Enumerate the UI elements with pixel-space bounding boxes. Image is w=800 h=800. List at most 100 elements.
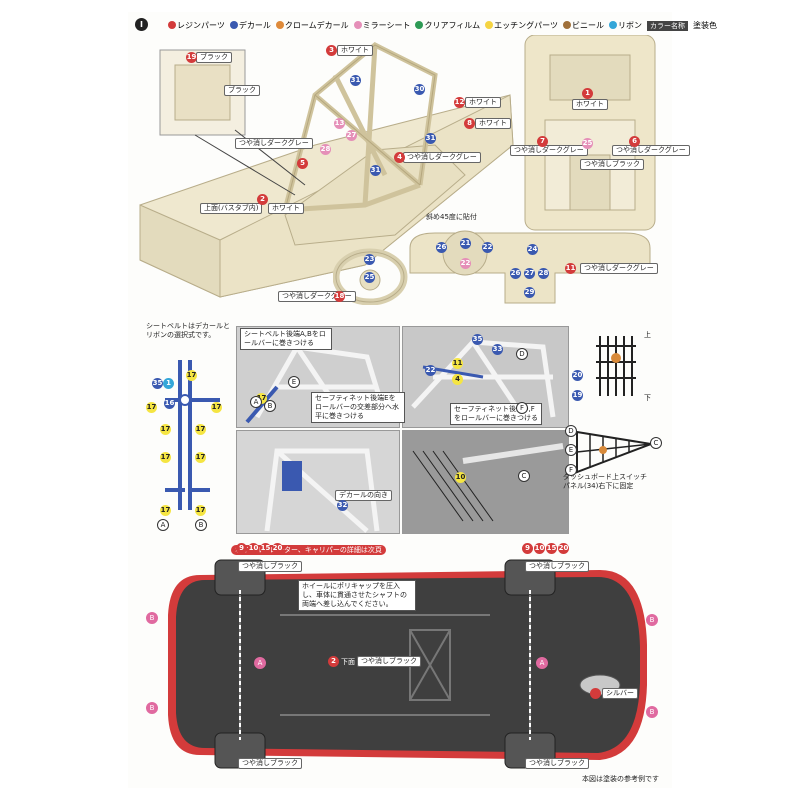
legend-chrome-decal: クロームデカール <box>275 20 349 31</box>
part-19: 19 <box>186 52 197 63</box>
note-net-e: セーフティネット後端Eをロールバーの交差部分へ水平に巻きつける <box>311 392 405 423</box>
part-26: 26 <box>436 242 447 253</box>
part-17h: 17 <box>160 505 171 516</box>
photo-point-e: E <box>288 376 300 388</box>
part-10-right: 10 <box>534 543 545 554</box>
note-dash: ダッシュボード上スイッチパネル(34)右下に固定 <box>563 473 647 490</box>
label-19-black: ブラック <box>196 52 232 63</box>
part-1: 1 <box>582 88 593 99</box>
part-11: 11 <box>565 263 576 274</box>
part-1-ribbon: 1 <box>163 378 174 389</box>
label-13-gray: つや消しダークグレー <box>235 138 313 149</box>
firewall-illustration <box>524 35 656 231</box>
photo-point-c: C <box>518 470 530 482</box>
decal-direction-label: デカールの向き <box>335 490 392 501</box>
legend-mirror-sheet: ミラーシート <box>353 20 410 31</box>
note-net-ab: シートベルト後端A,Bをロールバーに巻きつける <box>240 328 332 350</box>
part-32-photo: 32 <box>337 500 348 511</box>
part-31a: 31 <box>350 75 361 86</box>
legend-vinyl: ビニール <box>562 20 604 31</box>
bottom-point-b1: B <box>146 612 158 624</box>
part-28b: 28 <box>538 268 549 279</box>
color-name-tag: カラー名称 <box>646 20 688 31</box>
photo-dashboard-net <box>402 430 569 534</box>
label-tire-rf: つや消しブラック <box>525 561 589 572</box>
tri-point-e: E <box>565 444 577 456</box>
legend-resin: レジンパーツ <box>168 20 225 31</box>
part-20-right: 20 <box>558 543 569 554</box>
net-grid-diagram <box>596 336 636 396</box>
part-16: 16 <box>164 398 175 409</box>
bottom-surface-label: 下面 <box>341 658 355 666</box>
part-28: 28 <box>320 144 331 155</box>
part-17e: 17 <box>195 424 206 435</box>
part-15-left: 15 <box>260 543 271 554</box>
part-8: 8 <box>464 118 475 129</box>
photo-point-a: A <box>250 396 262 408</box>
tri-point-d: D <box>565 425 577 437</box>
part-22b: 22 <box>460 258 471 269</box>
part-35-photo: 35 <box>472 334 483 345</box>
label-black-2: ブラック <box>224 85 260 96</box>
part-7: 7 <box>537 136 548 147</box>
color-legend: レジンパーツ デカール クロームデカール ミラーシート クリアフィルム エッチン… <box>168 20 717 31</box>
label-tire-lr: つや消しブラック <box>238 758 302 769</box>
label-8-white: ホワイト <box>475 118 511 129</box>
part-35: 35 <box>152 378 163 389</box>
photo-point-f: F <box>516 402 528 414</box>
label-2-top: 上面(バスタブ内) <box>200 203 263 214</box>
part-21: 21 <box>460 238 471 249</box>
paint-label: 塗装色 <box>692 21 717 30</box>
label-tire-rr: つや消しブラック <box>525 758 589 769</box>
label-18-gray: つや消しダークグレー <box>278 291 356 302</box>
angle-note: 斜め45度に貼付 <box>426 213 477 221</box>
part-20-photo: 20 <box>572 370 583 381</box>
part-23: 23 <box>364 254 375 265</box>
label-25-black: つや消しブラック <box>580 159 644 170</box>
part-14 <box>590 688 601 699</box>
label-14-silver: シルバー <box>602 688 638 699</box>
tub-rollcage-illustration <box>139 42 514 298</box>
part-5: 5 <box>297 158 308 169</box>
bottom-point-b2: B <box>146 702 158 714</box>
note-net-df: セーフティネット後端D,Fをロールバーに巻きつける <box>450 403 542 425</box>
legend-clear-film: クリアフィルム <box>415 20 480 31</box>
part-17b: 17 <box>146 402 157 413</box>
part-10-left: 10 <box>248 543 259 554</box>
part-25a: 25 <box>582 138 593 149</box>
part-9-right: 9 <box>522 543 533 554</box>
part-19-photo: 19 <box>572 390 583 401</box>
part-2-bottom: 2 <box>328 656 339 667</box>
label-2-black: つや消しブラック <box>357 656 421 667</box>
label-6-gray: つや消しダークグレー <box>612 145 690 156</box>
footer-note: 本図は塗装の参考例です <box>582 775 659 783</box>
section-number: I <box>135 18 148 31</box>
bottom-point-b3: B <box>646 614 658 626</box>
part-17i: 17 <box>195 505 206 516</box>
bottom-point-b4: B <box>646 706 658 718</box>
part-24: 24 <box>527 244 538 255</box>
tri-point-f: F <box>565 464 577 476</box>
bottom-point-a2: A <box>536 657 548 669</box>
part-20-left: 20 <box>272 543 283 554</box>
tri-point-c: C <box>650 437 662 449</box>
part-30: 30 <box>414 84 425 95</box>
part-17d: 17 <box>160 424 171 435</box>
part-22: 22 <box>482 242 493 253</box>
label-tire-lf: つや消しブラック <box>238 561 302 572</box>
part-22-photo: 22 <box>425 365 436 376</box>
net-triangle-diagram <box>576 430 655 474</box>
seatbelt-diagram <box>165 360 220 510</box>
seatbelt-point-a: A <box>157 519 169 531</box>
label-11-gray: つや消しダークグレー <box>580 263 658 274</box>
label-3-white: ホワイト <box>337 45 373 56</box>
part-11-photo: 11 <box>452 358 463 369</box>
net-bottom-label: 下 <box>644 394 651 402</box>
part-9-left: 9 <box>236 543 247 554</box>
part-31b: 31 <box>425 133 436 144</box>
bottom-point-a1: A <box>254 657 266 669</box>
photo-point-b: B <box>264 400 276 412</box>
label-4-gray: つや消しダークグレー <box>403 152 481 163</box>
part-15-right: 15 <box>546 543 557 554</box>
part-13: 13 <box>334 118 345 129</box>
